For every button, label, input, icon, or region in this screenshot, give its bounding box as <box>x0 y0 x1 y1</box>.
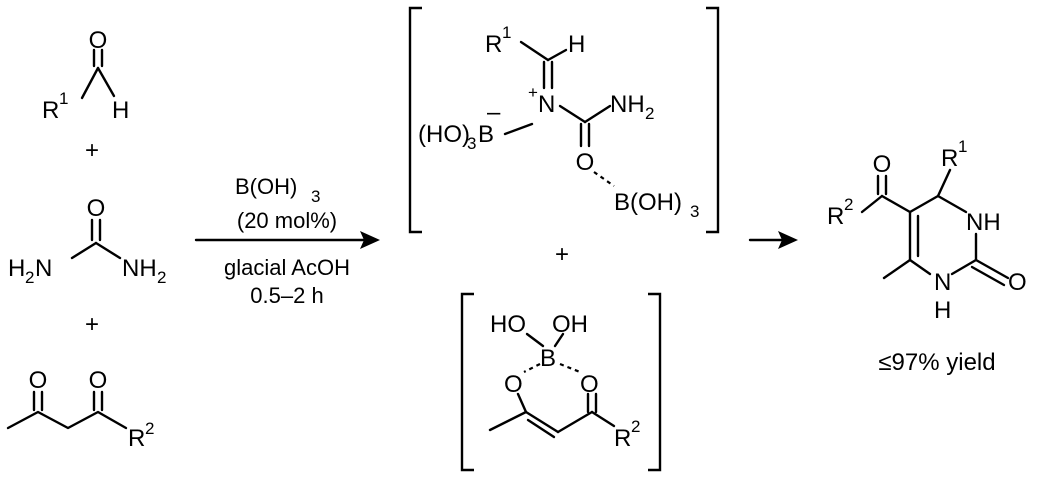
int2-r2-superscript: 2 <box>631 417 640 436</box>
int1-bond-r1-c <box>519 40 550 62</box>
product-ring-bond-c5-c4 <box>908 194 940 214</box>
int2-oh-label: OH <box>552 311 588 338</box>
int2-r2-label: R <box>614 425 631 452</box>
int2-bond-c-r2 <box>590 410 616 428</box>
product-n-bottom: N <box>934 269 951 296</box>
plus-sign-intermediates: + <box>555 241 569 268</box>
product-bond-c4-r1 <box>936 168 952 198</box>
product-ring-bond-c4-n3 <box>936 194 968 214</box>
intermediate-2-structure: HO OH B O O R 2 <box>488 311 640 452</box>
int2-oxygen-left: O <box>504 371 523 398</box>
urea-nh2: NH <box>122 255 157 282</box>
product-ring-bond-c2-n1 <box>950 258 978 276</box>
int1-nitrogen: N <box>538 91 555 118</box>
product-r2-label: R <box>827 203 844 230</box>
intermediate-1-left-bracket <box>408 6 422 234</box>
aldehyde-structure: O R 1 H <box>42 27 129 124</box>
int2-bond-ho-b <box>525 332 545 348</box>
int1-boron-left: B <box>478 121 494 148</box>
arrow-2-head <box>778 231 798 249</box>
plus-sign-2: + <box>85 311 99 338</box>
aldehyde-hydrogen: H <box>112 97 129 124</box>
solvent-label: glacial AcOH <box>224 255 350 280</box>
int1-bond-c-h <box>546 48 568 62</box>
product-nh-top: NH <box>966 209 1001 236</box>
diketone-oxygen-left: O <box>29 367 48 394</box>
diketone-r-label: R <box>128 425 145 452</box>
int1-nh2-subscript: 2 <box>645 104 654 123</box>
int1-r1-label: R <box>485 31 502 58</box>
int1-ho3b-subscript: 3 <box>467 134 476 153</box>
int2-cc-double-b <box>526 418 556 439</box>
product-structure: O R 1 R 2 NH N H O <box>827 137 1027 324</box>
urea-h2n-n: N <box>35 255 52 282</box>
product-oxygen-top: O <box>873 151 892 178</box>
product-r1-label: R <box>941 145 958 172</box>
int2-dashed-b-o-right <box>559 362 581 374</box>
reagent-subscript: 3 <box>311 187 320 206</box>
product-bond-methyl <box>882 258 912 280</box>
diketone-chain <box>6 410 128 430</box>
urea-structure: O H 2 N NH 2 <box>8 195 166 287</box>
int1-bond-n-b <box>503 122 534 136</box>
time-label: 0.5–2 h <box>250 283 323 308</box>
int1-plus-charge: + <box>528 83 538 102</box>
catalyst-loading: (20 mol%) <box>237 208 337 233</box>
aldehyde-oxygen: O <box>89 27 108 54</box>
int2-bond-methyl <box>488 410 528 432</box>
int1-hydrogen: H <box>568 31 585 58</box>
urea-h2n-subscript: 2 <box>25 268 34 287</box>
reaction-arrow-2 <box>748 231 798 249</box>
int2-bond-o-c-left <box>516 392 528 414</box>
intermediate-1-right-bracket <box>706 6 720 234</box>
int1-boh3-right: B(OH) <box>614 189 682 216</box>
aldehyde-bond-r-c <box>80 66 100 100</box>
aldehyde-r-superscript: 1 <box>59 89 68 108</box>
int2-cc-double-a <box>524 410 560 434</box>
arrow-1-head <box>360 231 380 249</box>
int1-minus-charge: – <box>487 99 501 126</box>
product-r2-superscript: 2 <box>844 195 853 214</box>
intermediate-2-right-bracket <box>648 292 662 472</box>
int1-nh2: NH <box>610 91 645 118</box>
product-c2-o-double-b <box>970 265 1006 287</box>
urea-nh2-subscript: 2 <box>157 268 166 287</box>
urea-bond-right <box>94 241 122 260</box>
plus-sign-1: + <box>85 137 99 164</box>
intermediate-2-left-bracket <box>460 292 474 472</box>
int2-oxygen-right: O <box>580 371 599 398</box>
product-c2-o-double-a <box>974 258 1010 280</box>
product-bond-co-ring <box>880 194 912 214</box>
urea-bond-left <box>70 241 98 260</box>
int1-oxygen: O <box>576 149 595 176</box>
int2-boron: B <box>540 345 556 372</box>
reagent-label: B(OH) <box>235 174 297 199</box>
int1-boh3-subscript: 3 <box>690 202 699 221</box>
diketone-structure: O O R 2 <box>6 367 154 452</box>
int2-ho-label: HO <box>490 311 526 338</box>
int1-bond-n-c <box>558 104 587 124</box>
product-h-bottom: H <box>934 297 951 324</box>
diketone-r-superscript: 2 <box>145 419 154 438</box>
int1-dashed-o-b <box>593 171 615 187</box>
urea-h2n-h: H <box>8 255 25 282</box>
int2-bond-oh-b <box>553 332 565 348</box>
product-yield: ≤97% yield <box>878 349 995 376</box>
int2-dashed-b-o-left <box>523 363 541 373</box>
reaction-arrow-1 <box>194 231 380 249</box>
int1-r1-superscript: 1 <box>502 23 511 42</box>
product-ring-bond-n1-c6 <box>908 258 932 276</box>
intermediate-1-structure: R 1 H – + N (HO) 3 B NH 2 O B(OH) 3 <box>418 23 699 221</box>
int1-bond-c-nh2 <box>583 104 612 124</box>
int2-bond-c-c <box>556 410 594 434</box>
int1-ho3b-text: (HO) <box>418 121 470 148</box>
product-r1-superscript: 1 <box>958 137 967 156</box>
aldehyde-bond-c-h <box>96 66 116 98</box>
product-bond-r2-c <box>860 194 884 214</box>
urea-oxygen: O <box>87 195 106 222</box>
aldehyde-r-label: R <box>42 97 59 124</box>
diketone-oxygen-right: O <box>89 367 108 394</box>
product-oxygen-right: O <box>1008 269 1027 296</box>
